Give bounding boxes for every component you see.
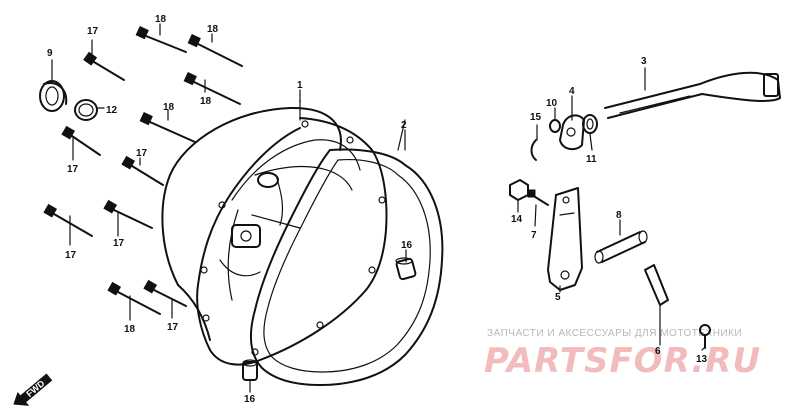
watermark-brand: PARTSFOR.RU — [484, 341, 761, 381]
oil-seal — [39, 80, 68, 112]
callout-7: 7 — [531, 230, 537, 241]
bolt — [143, 279, 187, 307]
spring-pin — [530, 139, 537, 161]
push-rod — [594, 230, 648, 264]
fwd-arrow: FWD — [13, 373, 53, 406]
bolt — [183, 72, 241, 105]
o-ring — [74, 99, 98, 121]
callout-16: 16 — [401, 240, 413, 251]
callout-17: 17 — [136, 148, 148, 159]
callout-10: 10 — [546, 98, 558, 109]
callout-17: 17 — [65, 250, 77, 261]
callout-11: 11 — [586, 154, 597, 165]
callout-18: 18 — [163, 102, 175, 113]
pivot-bolt — [527, 189, 549, 206]
bolt — [43, 203, 93, 237]
bolt — [121, 155, 164, 186]
dowel-pin — [395, 257, 417, 281]
callout-15: 15 — [530, 112, 542, 123]
small-bolt — [699, 324, 711, 349]
watermark-tagline: ЗАПЧАСТИ И АКСЕССУАРЫ ДЛЯ МОТОТЕХНИКИ — [487, 328, 742, 339]
callout-18: 18 — [207, 24, 219, 35]
bolts — [43, 26, 243, 315]
watermark: ЗАПЧАСТИ И АКСЕССУАРЫ ДЛЯ МОТОТЕХНИКИ PA… — [484, 328, 761, 381]
callout-18: 18 — [155, 14, 167, 25]
nut — [509, 179, 529, 201]
callout-18: 18 — [124, 324, 136, 335]
callout-6: 6 — [655, 346, 661, 357]
callout-16: 16 — [244, 394, 256, 405]
callout-4: 4 — [569, 86, 575, 97]
bolt — [135, 26, 187, 53]
leader-lines — [51, 23, 705, 393]
callout-13: 13 — [696, 354, 708, 365]
callout-17: 17 — [167, 322, 179, 333]
lifter-piece — [559, 114, 585, 151]
callout-18: 18 — [200, 96, 212, 107]
retainer-plate — [644, 264, 669, 306]
callout-17: 17 — [113, 238, 125, 249]
callout-2: 2 — [401, 120, 407, 131]
callout-9: 9 — [47, 48, 53, 59]
callout-8: 8 — [616, 210, 622, 221]
callout-17: 17 — [87, 26, 99, 37]
bolt — [107, 281, 161, 315]
callout-labels: 17 18 18 18 18 9 12 17 17 17 17 18 17 1 … — [47, 14, 708, 405]
bolt — [187, 34, 243, 67]
callout-12: 12 — [106, 105, 118, 116]
lifter-shaft — [604, 71, 781, 119]
washer — [582, 114, 598, 134]
bolt — [103, 199, 153, 229]
callout-5: 5 — [555, 292, 561, 303]
bolt — [61, 125, 101, 156]
dowel-pin — [242, 359, 258, 381]
collar — [549, 119, 561, 133]
bolt — [139, 112, 196, 143]
callout-3: 3 — [641, 56, 647, 67]
lifter-arm — [547, 187, 583, 291]
callout-17: 17 — [67, 164, 79, 175]
callout-1: 1 — [297, 80, 303, 91]
clutch-cover — [161, 99, 388, 366]
callout-14: 14 — [511, 214, 523, 225]
cover-gasket — [249, 119, 444, 386]
bolt — [83, 51, 125, 81]
